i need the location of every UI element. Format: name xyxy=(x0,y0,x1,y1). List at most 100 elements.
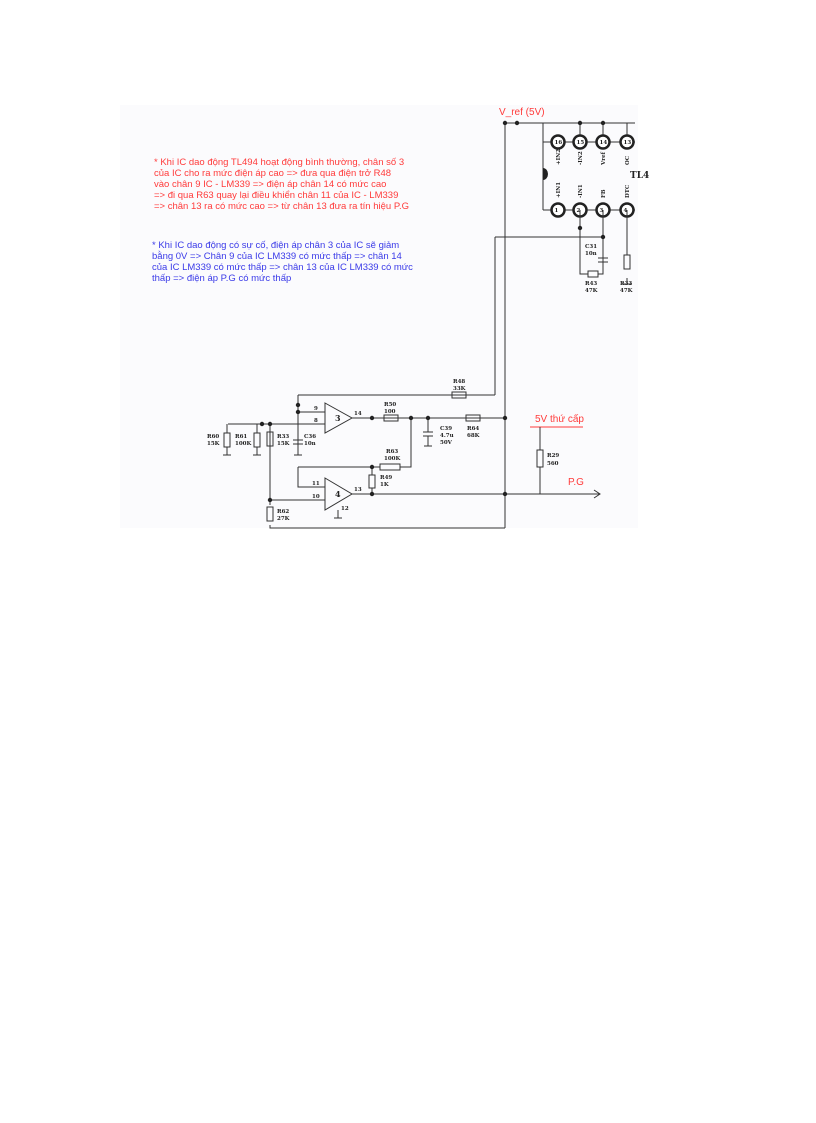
junction-dot xyxy=(408,415,414,421)
pg-label: P.G xyxy=(568,477,584,488)
note-normal-operation: * Khi IC dao động TL494 hoạt động bình t… xyxy=(154,157,409,212)
ic-pin-name: OC xyxy=(625,155,631,165)
r33top-ref: R33 xyxy=(620,281,632,287)
r43-ref: R43 xyxy=(585,281,597,287)
resistor-r48 xyxy=(451,391,467,399)
component-label: R63 xyxy=(386,449,398,455)
junction-dot xyxy=(577,225,583,231)
resistor-r50 xyxy=(383,414,399,422)
resistor-r62 xyxy=(266,506,274,522)
junction-dot xyxy=(369,464,375,470)
ic-label: TL4 xyxy=(630,171,649,181)
component-label: R62 xyxy=(277,509,289,515)
component-label: 100K xyxy=(235,441,251,447)
component-label: 100 xyxy=(384,409,396,415)
junction-dot xyxy=(267,497,273,503)
component-label: 4 xyxy=(335,489,341,499)
junction-dot xyxy=(369,491,375,497)
c31-val: 10n xyxy=(585,251,597,257)
r33top-val: 47K xyxy=(620,288,633,294)
ic-pin-number: 16 xyxy=(555,140,563,146)
component-label: R64 xyxy=(467,426,479,432)
component-label: R60 xyxy=(207,434,219,440)
c31-ref: C31 xyxy=(585,244,597,250)
ic-pin-name: -IN1 xyxy=(578,184,584,198)
ic-pin xyxy=(550,202,566,218)
ic-pin xyxy=(572,134,588,150)
ic-pin-number: 2 xyxy=(577,208,581,214)
resistor-r49 xyxy=(368,474,376,489)
junction-dot xyxy=(425,415,431,421)
junction-dot xyxy=(267,421,273,427)
junction-dot xyxy=(369,415,375,421)
ic-pin-number: 4 xyxy=(624,208,628,214)
ic-pin-name: FB xyxy=(601,189,607,198)
ic-pin xyxy=(550,134,566,150)
component-label: R61 xyxy=(235,434,247,440)
circuit-figure xyxy=(120,105,638,528)
component-label: 10 xyxy=(312,494,320,500)
ic-pin-name: DTC xyxy=(625,184,631,198)
ic-pin xyxy=(595,134,611,150)
component-label: 9 xyxy=(314,406,318,412)
component-label: 12 xyxy=(341,506,349,512)
junction-dot xyxy=(259,421,265,427)
component-label: R29 xyxy=(547,453,559,459)
component-label: 100K xyxy=(384,456,400,462)
ic-pin xyxy=(619,134,635,150)
junction-dot xyxy=(514,120,520,126)
resistor-r43 xyxy=(587,270,599,278)
component-label: 68K xyxy=(467,433,480,439)
junction-dot xyxy=(502,491,508,497)
resistor-r33 xyxy=(266,431,274,447)
component-label: 11 xyxy=(312,481,320,487)
component-label: 10n xyxy=(304,441,316,447)
resistor-r29 xyxy=(536,449,544,468)
component-label: 1K xyxy=(380,482,389,488)
resistor-r33-top xyxy=(623,254,631,270)
secondary-5v-label: 5V thứ cấp xyxy=(535,413,584,425)
ic-pin-number: 1 xyxy=(555,208,559,214)
component-label: 13 xyxy=(354,487,362,493)
junction-dot xyxy=(295,409,301,415)
junction-dot xyxy=(502,120,508,126)
component-label: 14 xyxy=(354,411,362,417)
ic-pin-name: +IN1 xyxy=(556,182,562,198)
resistor-r61 xyxy=(253,432,261,448)
tl494-ic: 16+IN215-IN214Vref13OC1+IN12-IN13FB4DTC … xyxy=(543,123,649,294)
ic-pin-name: Vref xyxy=(601,151,607,166)
ic-pin-number: 13 xyxy=(624,140,632,146)
component-label: R49 xyxy=(380,475,392,481)
r43-val: 47K xyxy=(585,288,598,294)
comparator-4 xyxy=(297,418,601,519)
component-label: C39 xyxy=(440,426,452,432)
component-label: C36 xyxy=(304,434,316,440)
component-label: 560 xyxy=(547,461,559,467)
r48-ref: R48 xyxy=(453,379,465,385)
junction-dot xyxy=(295,402,301,408)
ic-pin-number: 14 xyxy=(600,140,608,146)
resistor-r64 xyxy=(465,414,481,422)
ic-pin-number: 3 xyxy=(600,208,604,214)
component-label: 3 xyxy=(335,413,341,423)
comparator-3 xyxy=(228,395,505,455)
component-label: 4.7u xyxy=(440,433,454,439)
component-label: 15K xyxy=(207,441,220,447)
r48-val: 33K xyxy=(453,386,466,392)
junction-dot xyxy=(502,415,508,421)
ic-pin-name: -IN2 xyxy=(578,151,584,165)
component-label: R50 xyxy=(384,402,396,408)
resistor-r63 xyxy=(379,463,401,471)
component-label: 15K xyxy=(277,441,290,447)
note-fault-operation: * Khi IC dao động có sự cố, điện áp chân… xyxy=(152,240,413,284)
ic-pin-name: +IN2 xyxy=(556,149,562,165)
ic-pin-number: 15 xyxy=(577,140,585,146)
component-label: R33 xyxy=(277,434,289,440)
junction-dot xyxy=(600,120,606,126)
junction-dot xyxy=(577,120,583,126)
component-label: 8 xyxy=(314,418,318,424)
junction-dot xyxy=(600,234,606,240)
resistor-r60 xyxy=(223,432,231,448)
